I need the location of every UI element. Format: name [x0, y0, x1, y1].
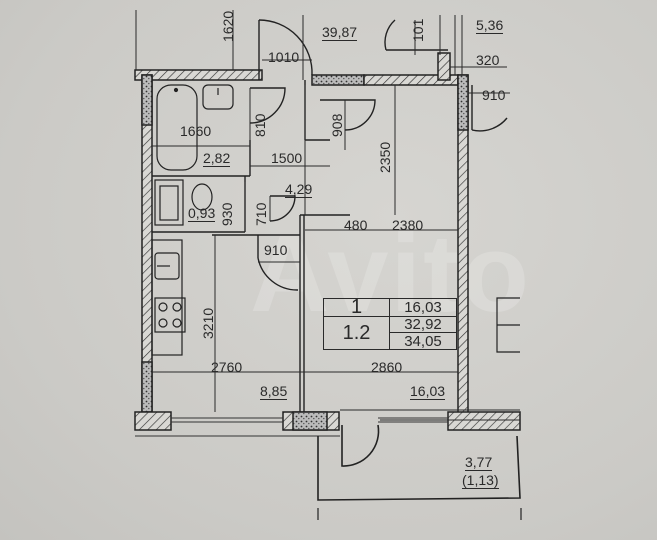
area-balcony: 3,77 — [465, 454, 493, 471]
area-kitchen: 8,85 — [260, 383, 288, 400]
apartment-summary-table: 1 16,03 1.2 32,92 34,05 — [323, 296, 457, 350]
dim-810: 810 — [252, 113, 268, 137]
area-corridor: 4,29 — [285, 181, 313, 198]
area-wc: 0,93 — [188, 205, 216, 222]
area-neighbor-top: 39,87 — [322, 24, 358, 41]
area-living-room: 16,03 — [410, 383, 446, 400]
dim-480: 480 — [344, 217, 368, 233]
area-bathroom: 2,82 — [203, 150, 231, 167]
wall-top-left — [134, 69, 263, 81]
dim-101: 101 — [410, 18, 426, 42]
dim-320: 320 — [476, 52, 500, 68]
dim-1010: 1010 — [268, 49, 300, 65]
dim-2760: 2760 — [211, 359, 243, 375]
dim-2380: 2380 — [392, 217, 424, 233]
dim-3210: 3210 — [200, 307, 216, 339]
dim-1500: 1500 — [271, 150, 303, 166]
dim-710: 710 — [253, 202, 269, 226]
area-neighbor-top-right: 5,36 — [476, 17, 504, 34]
total-area: 32,92 — [390, 316, 456, 333]
area-balcony-reduced: (1,13) — [462, 472, 499, 489]
dim-2860: 2860 — [371, 359, 403, 375]
dim-2350: 2350 — [377, 141, 393, 173]
rooms-count: 1 — [324, 296, 390, 318]
dim-908: 908 — [329, 113, 345, 137]
dim-1660: 1660 — [180, 123, 212, 139]
living-area: 16,03 — [390, 299, 456, 317]
dim-910-right: 910 — [482, 87, 506, 103]
apartment-type: 1.2 — [324, 317, 390, 349]
dim-930: 930 — [219, 202, 235, 226]
total-area-with-balcony: 34,05 — [404, 332, 442, 350]
dim-910-kitchen: 910 — [264, 242, 288, 258]
dim-1620: 1620 — [220, 10, 236, 42]
